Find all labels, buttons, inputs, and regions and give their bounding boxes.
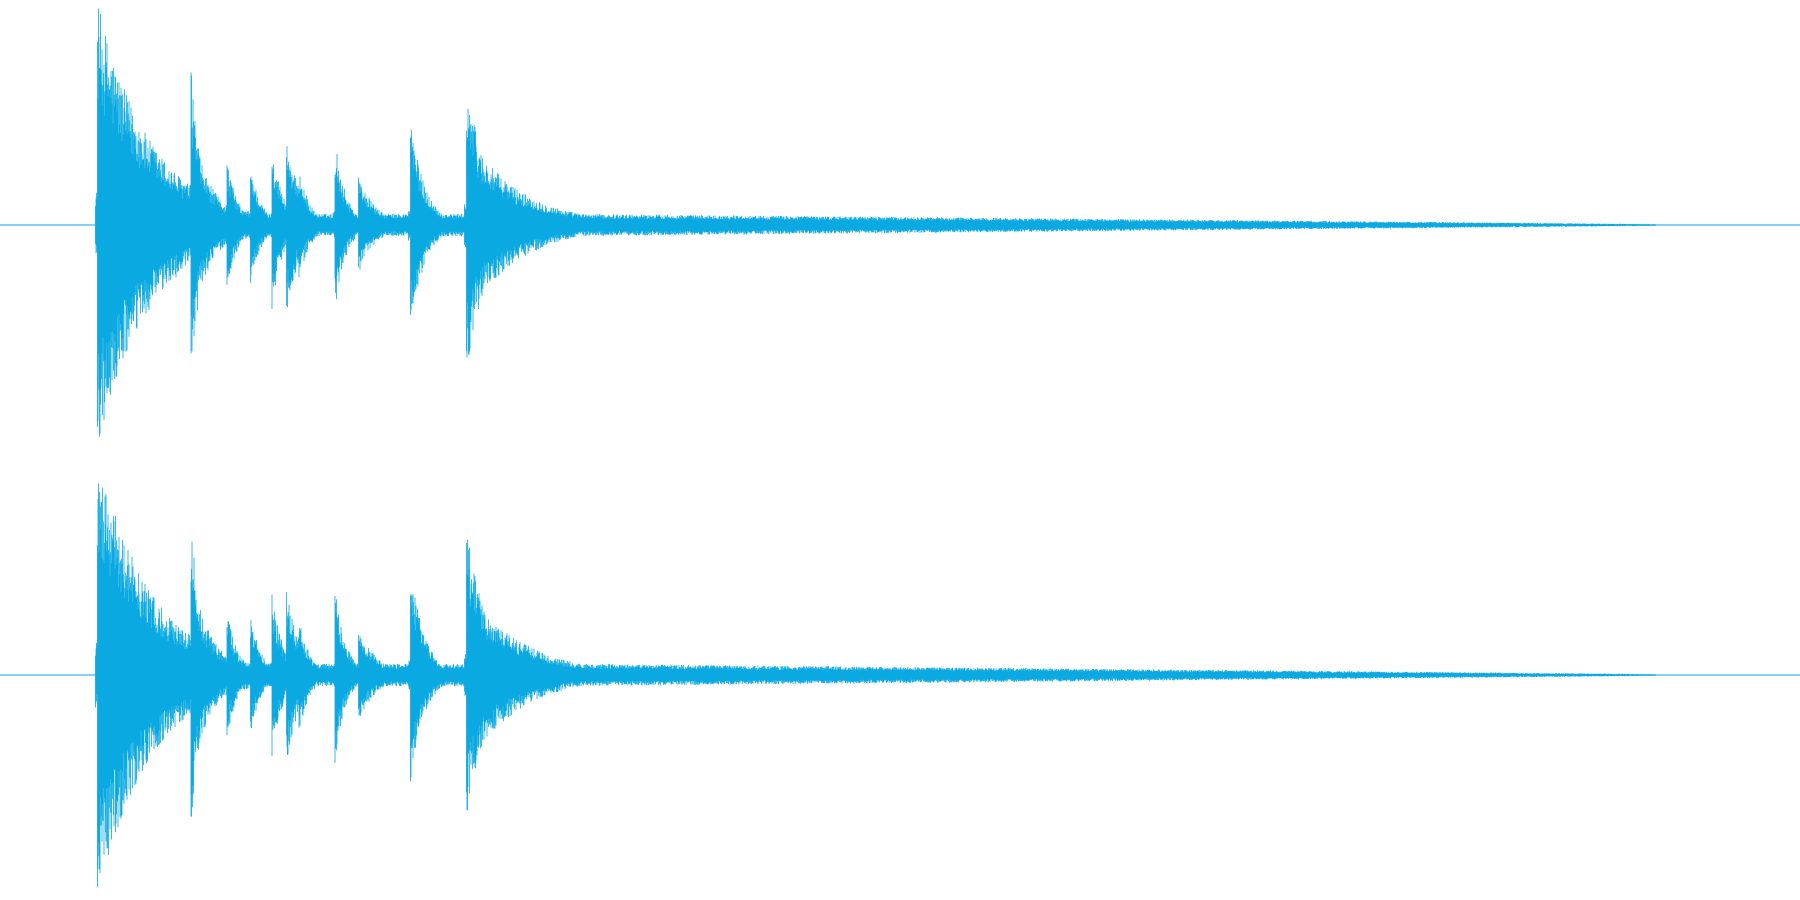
waveform-channel-2-svg [0, 483, 1800, 888]
channel-1-waveform-path [95, 8, 1656, 437]
waveform-channel-1-svg [0, 8, 1800, 437]
channel-2-waveform-path [95, 483, 1656, 888]
waveform-channel-1[interactable] [0, 0, 1800, 450]
waveform-channel-2[interactable] [0, 450, 1800, 900]
